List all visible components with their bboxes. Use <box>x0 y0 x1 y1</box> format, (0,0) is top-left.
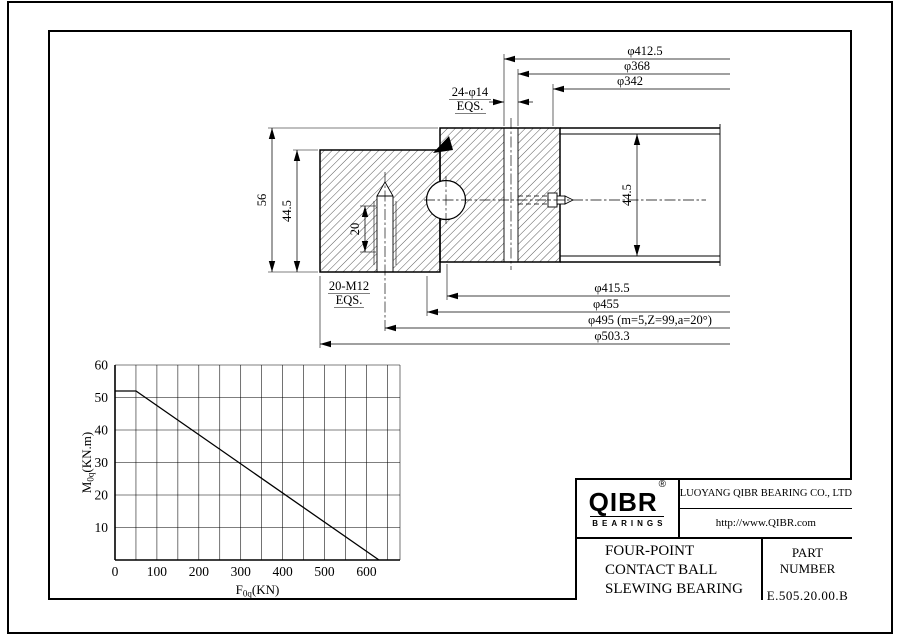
dim-thread-depth: 20 <box>348 223 362 236</box>
dimensions: φ412.5 φ368 φ342 24-φ14 EQS. 56 44.5 20 … <box>255 44 730 348</box>
x-tick-label: 400 <box>273 564 294 579</box>
product-line-1: FOUR-POINT <box>605 543 695 559</box>
logo-subtitle: BEARINGS <box>592 519 667 528</box>
product-title: FOUR-POINT CONTACT BALL SLEWING BEARING <box>577 539 763 600</box>
dim-inner-dia-3: φ503.3 <box>594 329 629 343</box>
page-border <box>7 1 893 634</box>
dim-outer-dia-2: φ368 <box>624 59 650 73</box>
x-tick-label: 300 <box>231 564 252 579</box>
x-tick-label: 200 <box>189 564 210 579</box>
company-name: LUOYANG QIBR BEARING CO., LTD <box>679 480 852 509</box>
title-block-bottom: FOUR-POINT CONTACT BALL SLEWING BEARING … <box>577 539 852 603</box>
drawing-frame <box>48 30 852 600</box>
title-block-top: QIBR® BEARINGS LUOYANG QIBR BEARING CO.,… <box>577 480 852 539</box>
y-axis-label: M0q(KN.m) <box>79 432 96 493</box>
part-number-cell: PART NUMBER E.505.20.00.B <box>763 539 852 603</box>
title-block: QIBR® BEARINGS LUOYANG QIBR BEARING CO.,… <box>575 478 852 603</box>
y-tick-label: 10 <box>95 520 109 535</box>
dim-bolt-holes-outer: 24-φ14 <box>452 85 489 99</box>
x-tick-label: 100 <box>147 564 168 579</box>
y-tick-label: 50 <box>95 390 109 405</box>
dim-bolt-holes-outer-eqs: EQS. <box>457 99 484 113</box>
company-website: http://www.QIBR.com <box>715 516 816 529</box>
dim-inner-dia-1: φ415.5 <box>594 281 629 295</box>
part-number-label: PART NUMBER <box>779 545 836 576</box>
y-tick-label: 60 <box>95 358 109 373</box>
gear-rim-extension <box>560 124 721 266</box>
part-number-value: E.505.20.00.B <box>766 588 849 603</box>
dim-bolt-holes-inner-eqs: EQS. <box>336 293 363 307</box>
company-cell: LUOYANG QIBR BEARING CO., LTD http://www… <box>677 480 852 537</box>
logo-name: QIBR <box>588 487 658 517</box>
x-axis-label: F0q(KN) <box>236 582 280 599</box>
seal <box>433 136 453 153</box>
x-tick-label: 0 <box>112 564 119 579</box>
product-line-2: CONTACT BALL <box>605 562 718 578</box>
bearing-cross-section <box>319 118 721 333</box>
dim-inner-dia-2: φ455 <box>593 297 619 311</box>
dim-outer-dia-3: φ342 <box>617 74 643 88</box>
y-tick-label: 30 <box>95 455 109 470</box>
x-tick-label: 600 <box>356 564 377 579</box>
x-tick-label: 500 <box>314 564 335 579</box>
load-curve <box>115 390 380 561</box>
dim-outer-ring-height: 44.5 <box>620 184 634 206</box>
dim-bolt-holes-inner: 20-M12 <box>329 279 369 293</box>
dim-inner-ring-height: 44.5 <box>280 200 294 222</box>
dim-gear-dia: φ495 (m=5,Z=99,a=20°) <box>588 313 712 327</box>
dim-outer-dia-1: φ412.5 <box>627 44 662 58</box>
qibr-logo: QIBR® BEARINGS <box>577 480 678 537</box>
y-tick-label: 20 <box>95 488 109 503</box>
y-tick-label: 40 <box>95 423 109 438</box>
logo-text: QIBR® <box>588 480 666 517</box>
dim-total-height: 56 <box>255 194 269 207</box>
logo-rule <box>590 516 665 517</box>
registered-mark: ® <box>658 479 668 490</box>
product-line-3: SLEWING BEARING <box>605 581 743 597</box>
